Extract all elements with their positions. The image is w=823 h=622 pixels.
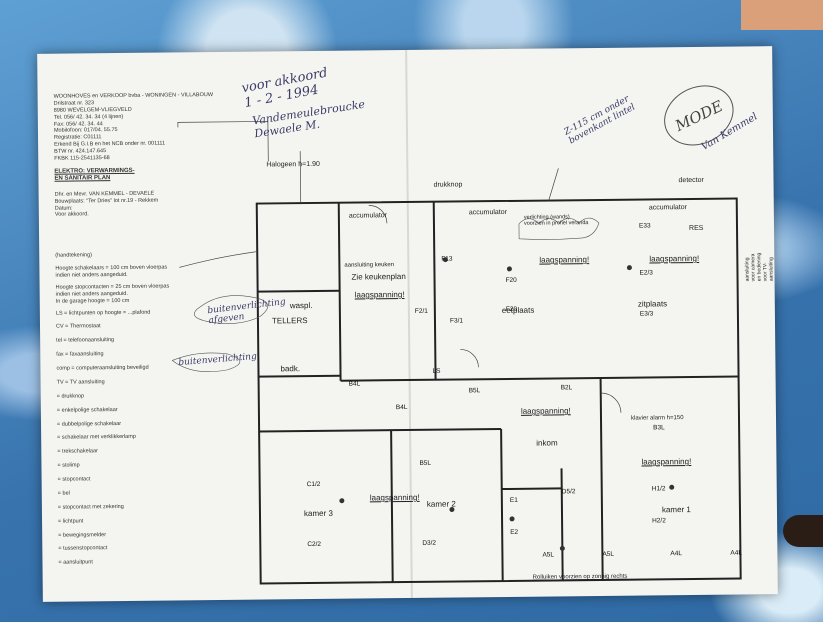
wall [340,375,739,382]
lamp-id: D5/2 [561,488,576,496]
doorbell-label: drukknop [433,181,463,189]
kitchen-note: Zie keukenplan [351,272,406,282]
lamp-id: F2/1 [414,307,428,315]
accumulator-label: accumulator [468,208,508,217]
lamp-id: E2 [510,528,519,536]
side-note: aansluiting voor camera en bediening voo… [744,252,775,282]
floor-plan-sheet: WOONHOVES en VERKOOP bvba - WONINGEN - V… [37,46,778,602]
lamp-id: A5L [602,550,615,558]
room-laundry: waspl. [289,300,313,311]
wall [501,487,562,491]
room-bedroom-1: kamer 1 [661,505,691,515]
lamp-id: F3/1 [449,317,464,325]
lamp-id: A4L [670,550,683,558]
lamp-id: F13 [441,255,453,263]
kitchen-connection: aansluiting keuken [344,262,395,269]
wall [599,377,604,580]
room-living: zitplaats [637,299,668,309]
low-voltage-label: laagspanning! [649,253,700,264]
veranda-note: verlichting (wands) voorzien in profiel … [523,214,589,227]
room-bedroom-2: kamer 2 [426,499,456,509]
lamp-id: E33 [638,222,651,230]
lamp-id: B4L [395,404,408,412]
lamp-id: A5L [542,551,555,559]
low-voltage-label: laagspanning! [539,255,590,265]
room-entrance: inkom [536,438,558,448]
wall [390,430,394,583]
lamp-id: E1 [509,496,518,504]
lamp-id: B3L [653,424,665,432]
lamp-id: A4L [730,549,743,557]
floor-plan-drawing [171,121,742,585]
finger [783,515,823,547]
accumulator-label: accumulator [648,204,687,212]
lamp-id: F20 [505,305,518,313]
halogen-label: Halogeen h=1.90 [266,160,320,169]
low-voltage-label: laagspanning! [641,457,692,467]
lamp-id: E3/3 [639,310,654,318]
lamp-id: B5L [468,387,481,395]
lamp-id: F20 [505,276,517,284]
lamp-id: H1/2 [651,485,666,493]
lamp-id: C1/2 [306,480,321,489]
shutters-note: Rolluiken voorzien op zonnig rechts [532,573,628,581]
wall [258,374,341,378]
wall [259,428,502,433]
lamp-id: D3/2 [422,539,437,547]
lamp-id: B5L [419,459,432,467]
lamp-id: LS [432,367,441,375]
wall [500,429,504,582]
wall [432,201,437,380]
res-label: RES [688,224,704,233]
outer-wall [255,197,742,585]
low-voltage-label: laagspanning! [354,290,405,300]
lamp-id: E2/3 [639,269,653,277]
room-bathroom: badk. [280,364,301,374]
lamp-id: C2/2 [307,540,322,549]
detector-label: detector [678,176,704,185]
accumulator-label: accumulator [348,212,388,220]
wall [257,289,340,293]
low-voltage-label: laagspanning! [369,492,420,503]
lamp-id: H2/2 [652,517,666,525]
alarm-keypad-label: klavier alarm h=150 [630,415,684,422]
room-bedroom-3: kamer 3 [303,508,333,519]
wall [560,468,564,581]
corner-tag [741,0,823,30]
low-voltage-label: laagspanning! [520,406,571,416]
lamp-id: B2L [560,384,573,392]
lamp-id: B4L [348,380,361,388]
